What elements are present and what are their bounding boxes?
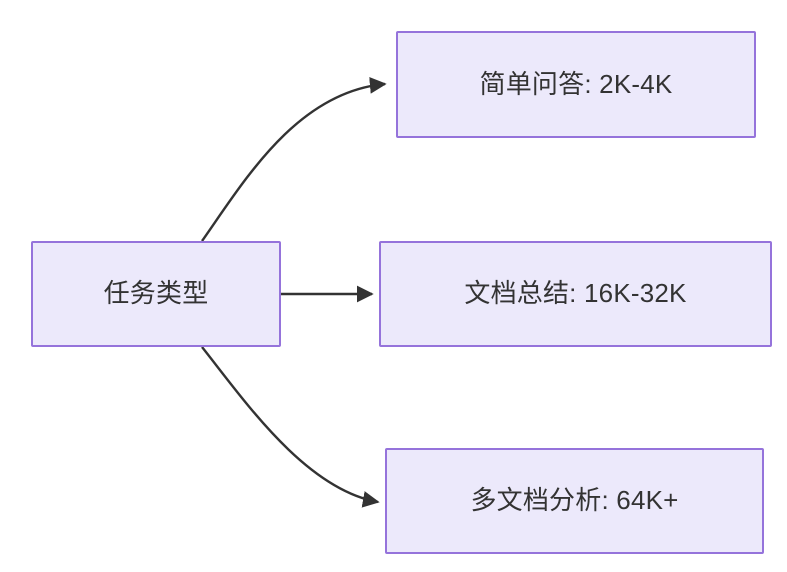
node-simple-qa-label: 简单问答: 2K-4K: [479, 68, 673, 99]
node-doc-summary-label: 文档总结: 16K-32K: [464, 278, 687, 309]
node-multidoc-analysis[interactable]: 多文档分析: 64K+: [385, 448, 764, 554]
node-doc-summary[interactable]: 文档总结: 16K-32K: [379, 241, 772, 347]
node-simple-qa[interactable]: 简单问答: 2K-4K: [396, 31, 756, 138]
node-task-type[interactable]: 任务类型: [31, 241, 281, 347]
node-task-type-label: 任务类型: [103, 278, 209, 309]
node-multidoc-analysis-label: 多文档分析: 64K+: [470, 485, 679, 516]
edge-task-type-to-simple-qa: [201, 77, 387, 242]
edge-task-type-to-multidoc-analysis: [201, 346, 380, 508]
